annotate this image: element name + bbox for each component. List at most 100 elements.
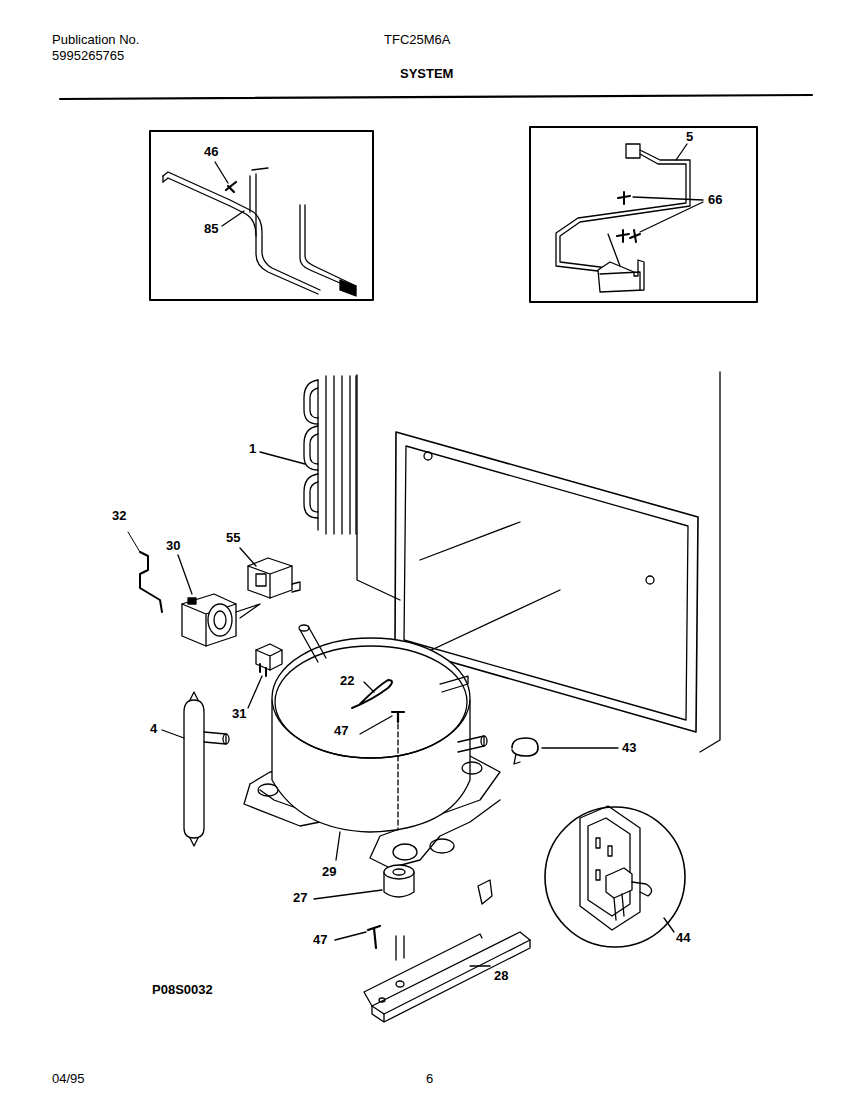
- callout-number: 47: [313, 932, 327, 947]
- leader-line: [314, 890, 382, 899]
- wire: [128, 532, 140, 552]
- compressor: [430, 839, 454, 853]
- screw: [392, 712, 404, 722]
- leader-line: [215, 162, 228, 183]
- mounting-rail: [364, 880, 530, 1022]
- cabinet: [357, 375, 400, 600]
- callout-number: 1: [249, 441, 256, 456]
- relay: [214, 611, 226, 629]
- screw: [617, 230, 629, 242]
- header-text: 5995265765: [52, 48, 124, 63]
- screw: [630, 230, 640, 242]
- cabinet: [424, 452, 432, 460]
- header-text: TFC25M6A: [384, 32, 450, 47]
- condenser-coil: [304, 376, 356, 534]
- compressor: [275, 646, 467, 758]
- leader-line: [336, 832, 340, 860]
- leader-line: [542, 747, 618, 748]
- relay: [236, 604, 260, 618]
- terminal-cover: [248, 566, 292, 598]
- outlet-detail: [596, 838, 600, 848]
- compressor: [440, 676, 468, 692]
- grommet: [384, 865, 414, 879]
- wire-harness: [598, 260, 644, 292]
- callout-number: 30: [166, 538, 180, 553]
- outlet-detail: [545, 807, 685, 947]
- drier: [184, 700, 204, 838]
- compressor: [299, 625, 309, 631]
- leader-line: [335, 932, 490, 966]
- leader-line: [248, 676, 262, 708]
- outlet-detail: [614, 894, 624, 920]
- compressor: [258, 784, 278, 796]
- leader-line: [178, 555, 192, 594]
- callout-number: 55: [226, 530, 240, 545]
- footer-text: 6: [426, 1071, 433, 1086]
- wire-harness: [163, 172, 320, 290]
- screw: [226, 182, 236, 192]
- outlet-detail: [632, 882, 652, 896]
- compressor: [244, 625, 500, 868]
- footer-text: 04/95: [52, 1071, 85, 1086]
- outlet-detail: [596, 870, 600, 880]
- compressor: [300, 626, 326, 662]
- condenser-coil: [318, 376, 356, 534]
- leader-line: [470, 965, 490, 966]
- leader-line: [397, 724, 398, 830]
- drier: [184, 692, 229, 846]
- callout-number: 22: [340, 673, 354, 688]
- wire-harness: [600, 272, 640, 290]
- wire-harness: [305, 205, 356, 286]
- header-text: Publication No.: [52, 32, 139, 47]
- terminal-cover: [256, 574, 266, 586]
- terminal-cover: [248, 558, 300, 598]
- clip: [512, 738, 538, 764]
- inset-frame: [150, 131, 373, 300]
- leader-line: [542, 747, 618, 748]
- callout-number: 27: [293, 890, 307, 905]
- wire-harness: [163, 168, 356, 296]
- drier: [223, 734, 229, 744]
- grommet: [384, 865, 414, 897]
- relay: [182, 604, 236, 646]
- wire-harness: [249, 176, 250, 212]
- leader-line: [240, 548, 256, 566]
- outlet-detail: [545, 806, 685, 947]
- cabinet: [700, 372, 720, 752]
- relay: [182, 594, 260, 646]
- screw: [368, 926, 380, 948]
- callout-number: 31: [232, 706, 246, 721]
- callout-number: 5: [686, 129, 693, 144]
- mounting-rail: [379, 998, 385, 1002]
- callout-number: 28: [494, 968, 508, 983]
- cabinet: [420, 522, 520, 560]
- screw: [368, 926, 380, 948]
- callout-number: 46: [204, 144, 218, 159]
- outlet-detail: [608, 846, 612, 856]
- leader-line: [314, 890, 382, 899]
- leader-line: [162, 730, 184, 738]
- wire-harness: [340, 280, 356, 296]
- relay: [182, 594, 236, 646]
- leader-line: [215, 162, 244, 226]
- cabinet: [646, 576, 654, 584]
- wire-harness: [626, 144, 640, 158]
- callout-number: 4: [150, 721, 157, 736]
- overload: [260, 664, 266, 676]
- leader-line: [640, 202, 703, 232]
- wire-harness: [556, 154, 686, 272]
- leader-line: [664, 918, 674, 932]
- callout-number: 43: [622, 740, 636, 755]
- mounting-rail: [372, 932, 530, 1014]
- leader-line: [335, 932, 366, 940]
- mounting-rail: [396, 981, 404, 987]
- leader-line: [162, 730, 184, 738]
- leader-line: [260, 452, 305, 464]
- leader-line: [664, 918, 674, 932]
- compressor: [393, 844, 417, 860]
- grommet: [393, 869, 405, 875]
- header-rule: [60, 95, 812, 99]
- callout-number: 44: [676, 930, 690, 945]
- header-rule: [60, 95, 812, 99]
